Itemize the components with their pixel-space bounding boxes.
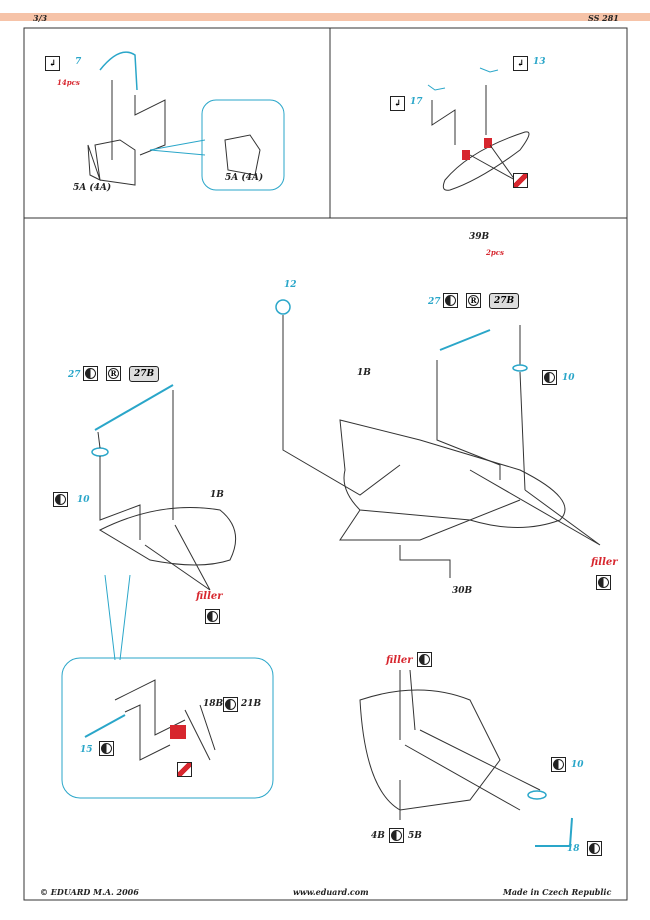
part-number: 18 — [567, 844, 580, 854]
part-number: 12 — [284, 280, 297, 290]
bend-icon: ↲ — [513, 56, 528, 71]
yin-yang-icon — [205, 609, 220, 624]
kit-code: SS 281 — [588, 13, 619, 23]
bend-icon: ↲ — [390, 96, 405, 111]
copyright: © EDUARD M.A. 2006 — [40, 887, 139, 897]
yin-yang-icon — [417, 652, 432, 667]
part-ref: 1B — [357, 368, 371, 378]
part-ref: 5A (4A) — [73, 183, 112, 193]
part-number: 10 — [571, 760, 584, 770]
part-number: 10 — [562, 373, 575, 383]
yin-yang-icon — [99, 741, 114, 756]
remove-icon: R — [466, 293, 481, 308]
quantity: 14pcs — [57, 78, 80, 87]
part-ref: 21B — [241, 699, 262, 709]
website-link[interactable]: www.eduard.com — [293, 887, 369, 897]
part-ref: 5B — [408, 831, 422, 841]
part-ref: 4B — [371, 831, 385, 841]
part-ref: 5A (4A) — [225, 173, 264, 183]
filler-label: filler — [591, 557, 618, 568]
paint-red-icon — [177, 762, 192, 777]
yin-yang-icon — [53, 492, 68, 507]
yin-yang-icon — [443, 293, 458, 308]
yin-yang-icon — [83, 366, 98, 381]
part-number: 27 — [68, 370, 81, 380]
part-ref: 30B — [452, 586, 473, 596]
part-number: 27 — [428, 297, 441, 307]
yin-yang-icon — [587, 841, 602, 856]
yin-yang-icon — [223, 697, 238, 712]
part-number: 7 — [75, 57, 82, 67]
filler-label: filler — [196, 591, 223, 602]
paint-red-icon — [513, 173, 528, 188]
bend-icon: ↲ — [45, 56, 60, 71]
part-number: 15 — [80, 745, 93, 755]
page-number: 3/3 — [33, 13, 48, 23]
part-ref: 1B — [210, 490, 224, 500]
quantity: 2pcs — [486, 248, 504, 257]
part-ref-box: 27B — [489, 293, 520, 309]
part-ref-box: 27B — [129, 366, 160, 382]
yin-yang-icon — [596, 575, 611, 590]
part-number: 13 — [533, 57, 546, 67]
filler-label: filler — [386, 655, 413, 666]
yin-yang-icon — [551, 757, 566, 772]
origin-note: Made in Czech Republic — [503, 887, 612, 897]
part-ref: 39B — [469, 232, 490, 242]
yin-yang-icon — [389, 828, 404, 843]
part-number: 17 — [410, 97, 423, 107]
remove-icon: R — [106, 366, 121, 381]
header-band — [0, 13, 650, 21]
frame — [23, 27, 628, 901]
part-number: 10 — [77, 495, 90, 505]
part-ref: 18B — [203, 699, 224, 709]
yin-yang-icon — [542, 370, 557, 385]
